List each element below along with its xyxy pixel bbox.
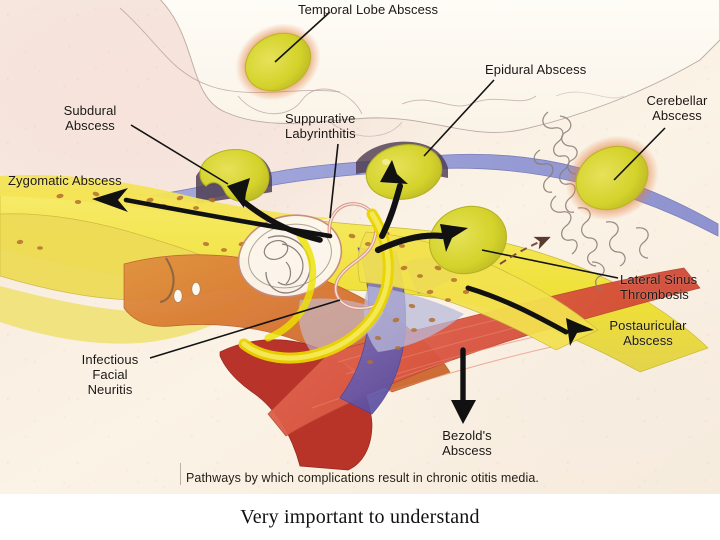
label-lateral-sinus-thrombosis: Lateral Sinus Thrombosis: [620, 272, 698, 302]
label-suppurative-labyrinthitis: Suppurative Labyrinthitis: [285, 111, 356, 141]
label-epidural-abscess: Epidural Abscess: [485, 62, 587, 77]
slide-footer: Very important to understand: [0, 494, 720, 540]
caption-rule: [180, 463, 181, 485]
illustration-plate: Pathways by which complications result i…: [0, 0, 720, 494]
anatomy-illustration: [0, 0, 720, 471]
label-infectious-facial-neuritis: Infectious Facial Neuritis: [81, 352, 139, 397]
label-cerebellar-abscess: Cerebellar Abscess: [646, 93, 708, 123]
label-zygomatic-abscess: Zygomatic Abscess: [8, 173, 122, 188]
label-subdural-abscess: Subdural Abscess: [63, 103, 117, 133]
footer-text: Very important to understand: [240, 505, 480, 528]
label-postauricular-abscess: Postauricular Abscess: [609, 318, 687, 348]
plate-caption: Pathways by which complications result i…: [186, 471, 539, 485]
label-temporal-lobe-abscess: Temporal Lobe Abscess: [298, 2, 439, 17]
label-bezolds-abscess: Bezold's Abscess: [442, 428, 492, 458]
